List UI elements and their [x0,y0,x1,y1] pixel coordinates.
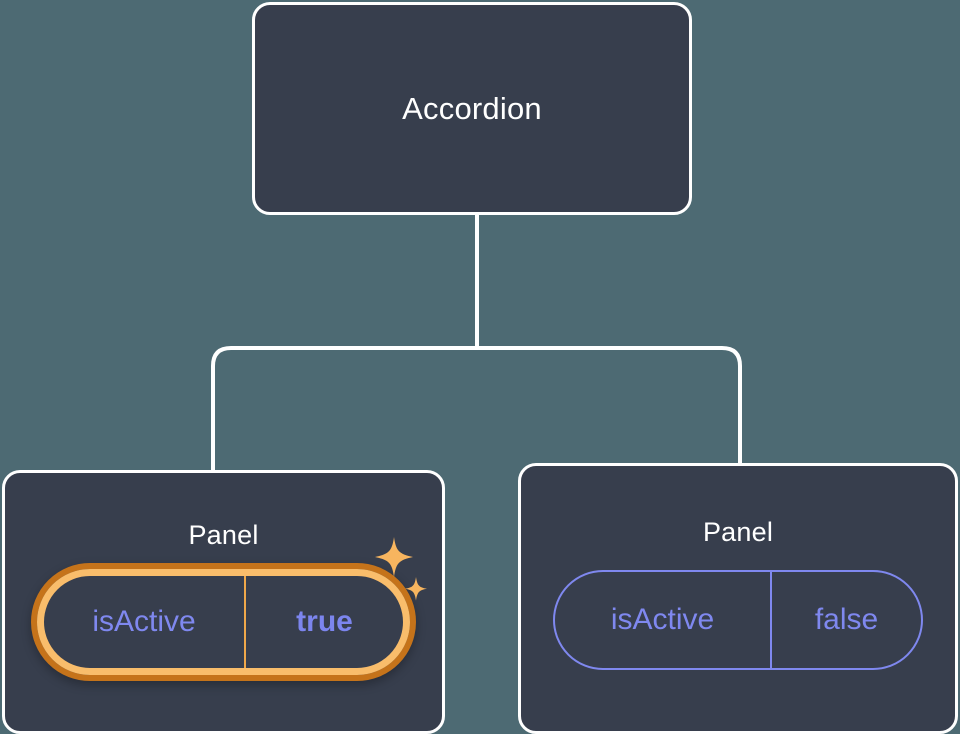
node-accordion[interactable]: Accordion [252,2,692,215]
prop-key-isactive: isActive [610,603,715,636]
connector-branch-bar [211,346,742,470]
prop-value-true: true [244,576,403,668]
prop-key-isactive: isActive [92,605,196,638]
node-panel-active-label: Panel [188,520,259,550]
prop-pill-highlighted[interactable]: isActive true [31,563,416,681]
node-panel-active[interactable]: Panel isActive true [2,470,445,734]
prop-pill-plain[interactable]: isActive false [553,570,923,670]
node-panel-inactive-label: Panel [702,517,774,547]
node-accordion-label: Accordion [402,91,542,126]
node-panel-inactive[interactable]: Panel isActive false [518,463,958,734]
prop-value-false: false [770,572,921,668]
prop-pill-inner-ring: isActive true [37,569,410,675]
